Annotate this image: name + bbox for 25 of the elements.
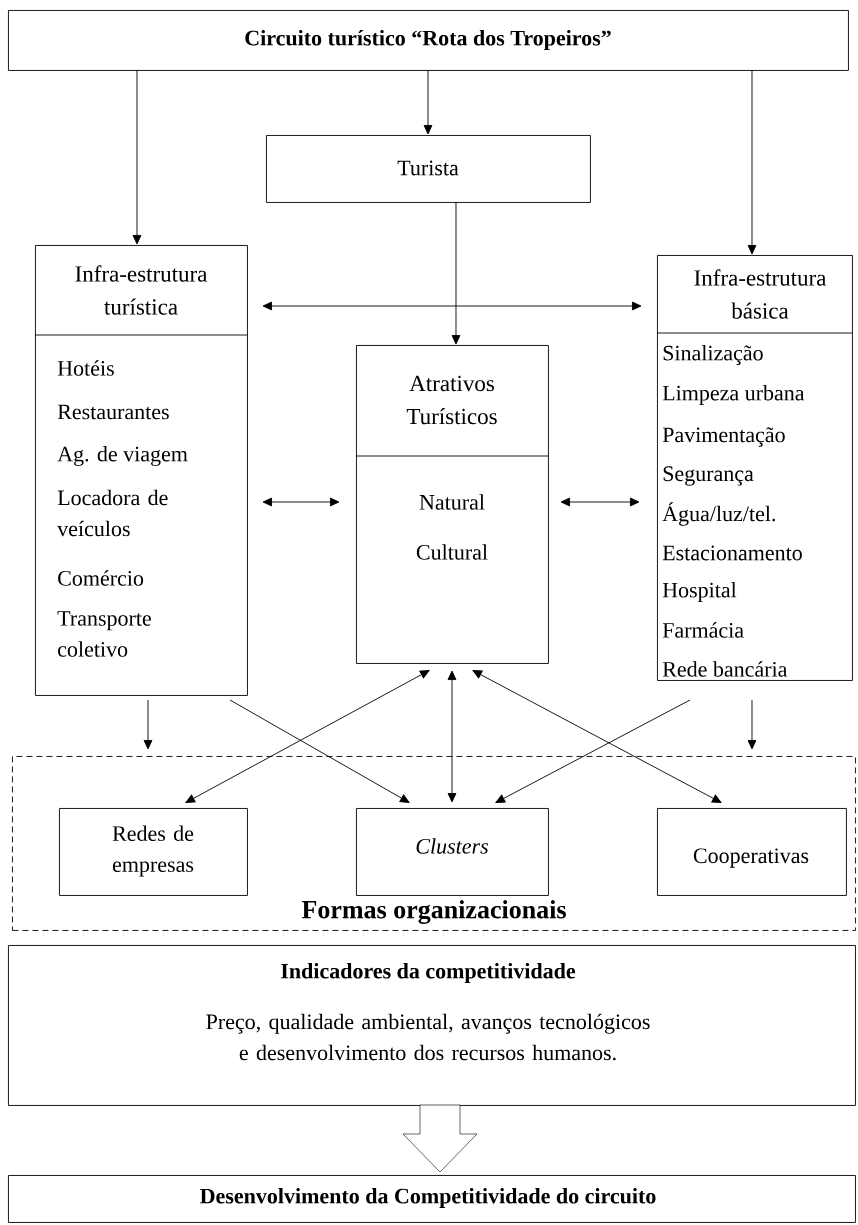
- arrow: [560, 497, 640, 507]
- list-box: Atrativos Turísticos Natural Cultural: [355, 345, 549, 664]
- process-box: Clusters: [356, 808, 549, 896]
- list-box: Infra-estrutura básica Sinalização Limpeza urbana Pavimentação Segurança Água/luz/tel. Estacionamento Hospital Farmácia Rede bancária: [656, 255, 853, 681]
- arrow: [447, 670, 457, 803]
- arrow: [495, 699, 691, 803]
- process-box: Turista: [266, 135, 591, 203]
- arrow: [472, 670, 722, 803]
- arrow: [423, 69, 433, 135]
- title-box: Desenvolvimento da Competitividade do circuito: [8, 1175, 856, 1223]
- arrow: [747, 69, 757, 255]
- arrow: [143, 699, 153, 750]
- hollow-arrow: [402, 1104, 478, 1173]
- arrow: [451, 201, 461, 345]
- arrow: [132, 69, 142, 245]
- arrow: [262, 497, 340, 507]
- arrow: [185, 670, 430, 803]
- process-box: Cooperativas: [657, 808, 847, 896]
- list-box: Infra-estrutura turística Hotéis Restaurantes Ag. de viagem Locadora de veículos Comércio Transporte coletivo: [34, 245, 248, 696]
- arrow: [747, 699, 757, 750]
- title-box: Circuito turístico “Rota dos Tropeiros”: [8, 10, 849, 71]
- arrow: [262, 301, 642, 311]
- text-box: Indicadores da competitividade Preço, qualidade ambiental, avanços tecnológicos e desenvolvimento dos recursos humanos.: [8, 945, 856, 1106]
- process-box: Redes de empresas: [59, 808, 248, 896]
- arrow: [229, 699, 410, 803]
